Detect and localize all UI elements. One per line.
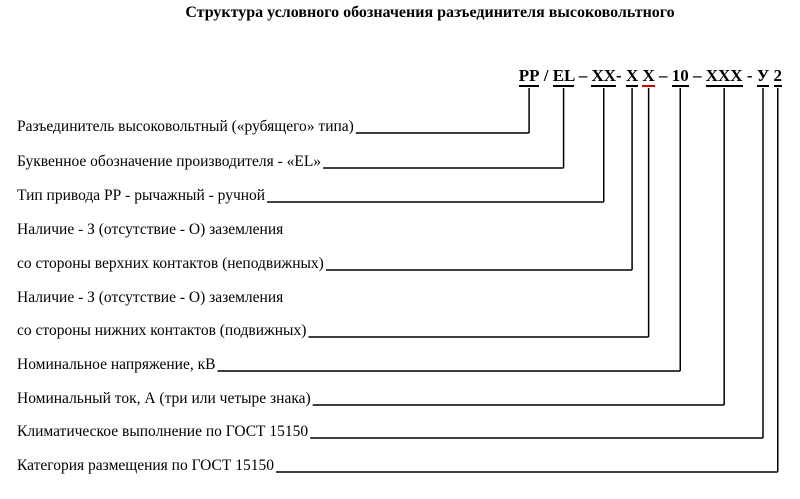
label-rated-voltage: Номинальное напряжение, кВ: [17, 356, 216, 373]
label-rated-current: Номинальный ток, А (три или четыре знака…: [17, 390, 311, 407]
code-segment-upper-grounding: Х: [625, 66, 639, 87]
code-separator: -: [616, 66, 626, 85]
code-segment-current: ХХХ: [705, 66, 743, 87]
code-segment-drive: ХХ: [591, 66, 617, 87]
designation-code: РР / EL – ХХ- Х Х – 10 – ХХХ - У 2: [518, 66, 782, 87]
label-lower-grounding-line2: со стороны нижних контактов (подвижных): [17, 322, 307, 339]
label-upper-grounding-line1: Наличие - З (отсутствие - О) заземления: [17, 221, 284, 238]
code-separator: –: [574, 66, 592, 85]
code-segment-manufacturer: EL: [552, 66, 575, 87]
label-lower-grounding-line1: Наличие - З (отсутствие - О) заземления: [17, 289, 284, 306]
code-separator: -: [742, 66, 757, 85]
code-segment-lower-grounding: Х: [642, 66, 655, 87]
code-segment-voltage: 10: [671, 66, 689, 87]
label-upper-grounding-line2: со стороны верхних контактов (неподвижны…: [17, 255, 324, 272]
label-drive-type: Тип привода РР - рычажный - ручной: [17, 187, 266, 204]
code-separator: –: [654, 66, 672, 85]
code-separator: /: [539, 66, 553, 85]
label-climatic-version: Климатическое выполнение по ГОСТ 15150: [17, 423, 309, 440]
code-segment-placement: 2: [773, 66, 782, 87]
label-placement-category: Категория размещения по ГОСТ 15150: [17, 457, 274, 474]
label-disconnector-type: Разъединитель высоковольтный («рубящего»…: [17, 118, 354, 135]
code-segment-climatic: У: [756, 66, 770, 87]
code-separator: –: [688, 66, 706, 85]
code-segment-drive-type: РР: [518, 66, 540, 87]
label-manufacturer: Буквенное обозначение производителя - «E…: [17, 153, 322, 170]
diagram-title: Структура условного обозначения разъедин…: [185, 4, 675, 21]
